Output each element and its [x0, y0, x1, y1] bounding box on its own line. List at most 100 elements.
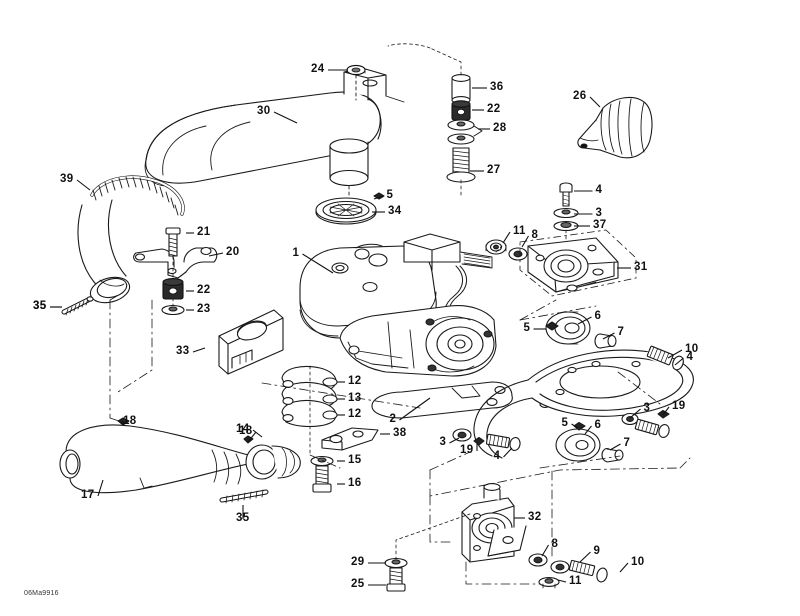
washer-28a-glyph [447, 119, 475, 131]
callout-support-bracket-20: 20 [226, 246, 240, 258]
frame-arm-glyph [371, 381, 551, 419]
callout-muffler-30: 30 [257, 105, 271, 117]
leader-pulley-6-lower [584, 425, 592, 435]
callout-screw-4-upper: 4 [595, 184, 603, 196]
leader-screw-4-lower [503, 447, 513, 458]
seal-spring-stack [281, 365, 338, 428]
leader-bolt-10-lower [619, 562, 629, 573]
leader-washer-9 [579, 551, 591, 563]
bolt-16-glyph [312, 465, 332, 493]
bracket-31-glyph [527, 237, 619, 293]
leader-bolt-4-right [674, 357, 684, 366]
callout-plug-18-right: 18 [239, 425, 253, 437]
callout-spring-35-dup: 35 [33, 300, 47, 312]
callout-exhaust-gasket-34: 34 [388, 205, 402, 217]
callout-pulley-6-upper: 6 [594, 310, 602, 322]
callout-nut-5-upper: 5 [523, 322, 531, 334]
callout-bolt-4-right: 4 [686, 351, 694, 363]
washer-15-glyph [310, 455, 334, 467]
heat-guard-26-glyph [577, 96, 653, 159]
callout-leaders [50, 69, 684, 586]
callout-coupler-14: 14 [236, 423, 250, 435]
leader-plug-18-right [247, 431, 257, 443]
heat-shield-33-glyph [218, 309, 284, 375]
leader-spacer-7-lower [609, 443, 621, 451]
callout-nut-11-lower: 11 [569, 575, 582, 587]
washer-28b-glyph [447, 133, 475, 145]
callout-spring-13: 13 [348, 392, 362, 404]
frame-box-31 [519, 229, 637, 297]
muffler-outlet [329, 138, 369, 187]
callout-seal-12-lower: 12 [348, 408, 362, 420]
callout-spring-clamp-39: 39 [60, 173, 74, 185]
callout-washer-29: 29 [351, 556, 365, 568]
callout-rubber-mount-22-upper: 22 [487, 103, 501, 115]
leader-nut-11-lower [557, 579, 567, 583]
spacer-7-lower-glyph [601, 447, 624, 463]
callout-heat-shield-33: 33 [176, 345, 190, 357]
plug-18-left-glyph [117, 417, 130, 426]
callout-washer-15: 15 [348, 454, 362, 466]
callout-screw-21: 21 [197, 226, 211, 238]
callout-pulley-6-lower: 6 [594, 419, 602, 431]
pulley-6-upper-glyph [545, 311, 591, 345]
callout-bracket-31: 31 [634, 261, 648, 273]
callout-washer-23: 23 [197, 303, 211, 315]
tuned-pipe-17-glyph [59, 424, 301, 494]
mount-22-upper-glyph [451, 100, 471, 121]
sleeve-36-glyph [451, 74, 471, 104]
tuned-pipe-upper [77, 199, 131, 304]
callout-tuned-pipe-17: 17 [81, 489, 95, 501]
nut-11-lower-glyph [538, 577, 560, 589]
bolt-4-right-glyph [634, 418, 670, 438]
leader-pulley-6-upper [577, 316, 592, 325]
spring-35-left-glyph [61, 296, 94, 316]
leader-bearing-11-upper [502, 231, 511, 244]
leader-nut-5-lower [571, 423, 579, 429]
callout-nut-19-right: 19 [672, 400, 686, 412]
callout-nut-5-gasket: 5 [386, 189, 394, 201]
washer-3-upper-glyph [553, 207, 579, 219]
bolt-27-glyph [446, 147, 476, 183]
bolt-25-glyph [386, 567, 406, 592]
pulley-6-lower-glyph [555, 428, 601, 462]
callout-rubber-mount-22-lower: 22 [197, 284, 211, 296]
callout-spring-35-lower: 35 [236, 512, 250, 524]
leader-spring-clamp-39 [76, 179, 91, 191]
gasket-34-glyph [315, 197, 377, 225]
callout-engine-assembly: 1 [292, 247, 300, 259]
screw-4-upper-glyph [559, 182, 573, 207]
callout-seal-12-upper: 12 [348, 375, 362, 387]
clip-plate-38-glyph [321, 427, 379, 451]
callout-nut-24: 24 [311, 63, 325, 75]
leader-spacer-7-upper [602, 332, 615, 340]
callout-bolt-10-upper: 10 [685, 343, 699, 355]
spacer-7-upper-glyph [594, 333, 617, 349]
frame-box-mount [429, 467, 681, 497]
callout-plug-18-left: 18 [123, 415, 137, 427]
callout-spacer-7-upper: 7 [617, 326, 625, 338]
callout-sleeve-36: 36 [490, 81, 504, 93]
callout-heat-guard-26: 26 [573, 90, 587, 102]
callout-flat-washer-3-upper: 3 [595, 207, 603, 219]
washer-3-right-glyph [621, 412, 639, 426]
nut-5-lower-glyph [573, 421, 586, 431]
callout-washer-8-lower: 8 [551, 538, 559, 550]
callout-spring-35-left: 35 [33, 300, 47, 312]
callout-swing-arm: 2 [389, 413, 397, 425]
leader-support-bracket-20 [208, 252, 224, 257]
footer-code: 06Ma9916 [24, 590, 59, 597]
leader-washer-3-right [629, 408, 641, 419]
leader-washer-3-lower [449, 437, 460, 444]
muffler-body [144, 91, 382, 187]
callout-spacer-7-lower: 7 [623, 437, 631, 449]
screw-4-lower-glyph [485, 433, 521, 452]
callout-nut-5-lower: 5 [561, 417, 569, 429]
callout-washer-8-upper: 8 [531, 229, 539, 241]
washer-9-glyph [550, 560, 570, 574]
washer-23-glyph [161, 304, 185, 316]
leader-washer-8-upper [521, 235, 529, 248]
callout-bearing-11-upper: 11 [513, 225, 526, 237]
